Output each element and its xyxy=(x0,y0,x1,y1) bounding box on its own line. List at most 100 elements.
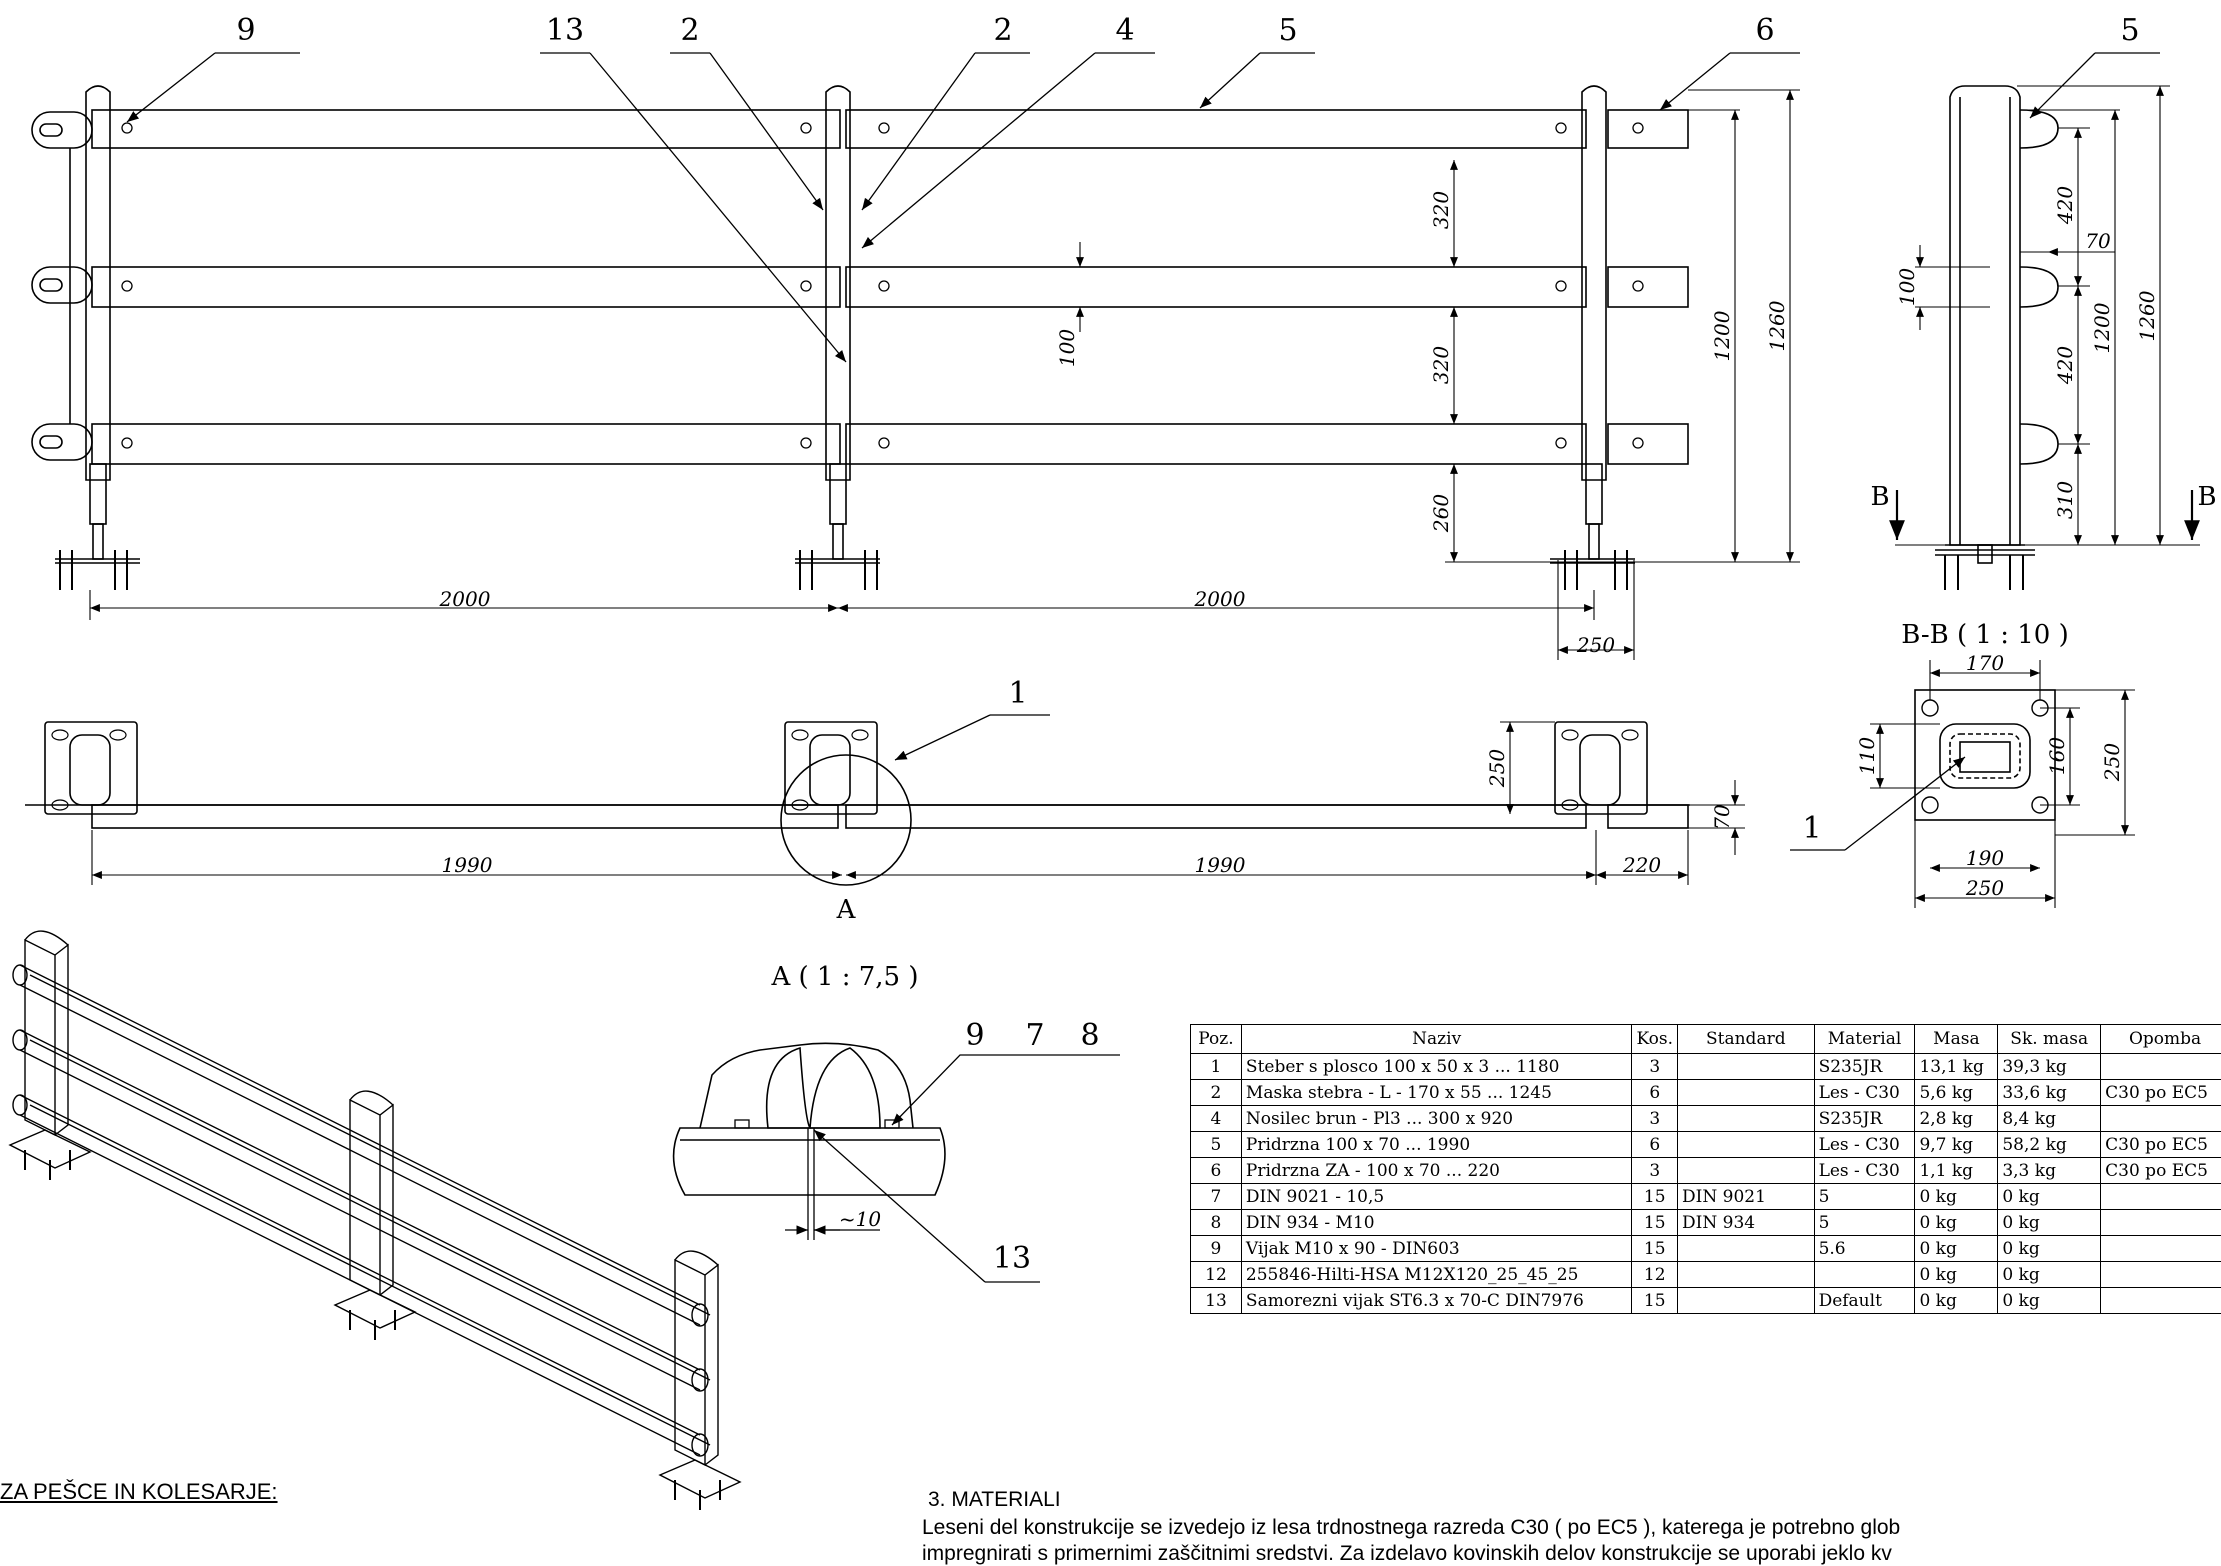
table-cell xyxy=(1678,1080,1815,1106)
dim-250-bb-bottom: 250 xyxy=(1965,876,2004,900)
dim-250-bb-right: 250 xyxy=(2100,743,2124,782)
table-cell: 3 xyxy=(1632,1158,1678,1184)
table-cell: 0 kg xyxy=(1998,1262,2101,1288)
table-cell: 3 xyxy=(1632,1054,1678,1080)
table-cell: 8 xyxy=(1191,1210,1242,1236)
balloon-13: 13 xyxy=(546,13,584,48)
dim-1990-left: 1990 xyxy=(442,853,493,877)
table-cell xyxy=(1678,1158,1815,1184)
table-cell: C30 po EC5 xyxy=(2101,1080,2221,1106)
table-cell: S235JR xyxy=(1814,1106,1915,1132)
table-cell: 4 xyxy=(1191,1106,1242,1132)
table-cell: 0 kg xyxy=(1915,1184,1998,1210)
table-cell: 0 kg xyxy=(1998,1288,2101,1314)
dim-320-top: 320 xyxy=(1429,191,1453,229)
table-cell: DIN 934 - M10 xyxy=(1241,1210,1632,1236)
front-elevation xyxy=(32,53,1800,660)
dim-1200-side: 1200 xyxy=(2090,302,2114,353)
table-cell: 8,4 kg xyxy=(1998,1106,2101,1132)
table-cell: DIN 9021 - 10,5 xyxy=(1241,1184,1632,1210)
detail-a xyxy=(674,1043,1120,1282)
dim-250-foot: 250 xyxy=(1576,633,1615,657)
table-cell: 12 xyxy=(1191,1262,1242,1288)
balloon-1-section: 1 xyxy=(1802,811,1821,846)
section-marker-b-left: B xyxy=(1870,482,1889,512)
dim-70-plan: 70 xyxy=(1710,804,1734,830)
section-b-b xyxy=(1790,660,2135,908)
table-cell: DIN 934 xyxy=(1678,1210,1815,1236)
table-cell: 15 xyxy=(1632,1210,1678,1236)
dim-220: 220 xyxy=(1622,853,1661,877)
balloon-9: 9 xyxy=(236,13,255,48)
table-cell: 12 xyxy=(1632,1262,1678,1288)
table-cell: 5.6 xyxy=(1814,1236,1915,1262)
table-cell: 13,1 kg xyxy=(1915,1054,1998,1080)
table-cell: 0 kg xyxy=(1915,1262,1998,1288)
table-cell: Default xyxy=(1814,1288,1915,1314)
balloon-2-left: 2 xyxy=(680,13,699,48)
dim-70-side: 70 xyxy=(2085,229,2111,253)
dim-100-side: 100 xyxy=(1895,268,1919,306)
bom-header-kos: Kos. xyxy=(1632,1025,1678,1054)
table-cell: 0 kg xyxy=(1915,1210,1998,1236)
table-cell: Samorezni vijak ST6.3 x 70-C DIN7976 xyxy=(1241,1288,1632,1314)
section-3-title: 3. MATERIALI xyxy=(928,1488,1061,1512)
table-cell: Pridrzna ZA - 100 x 70 ... 220 xyxy=(1241,1158,1632,1184)
table-cell: 6 xyxy=(1632,1132,1678,1158)
dim-2000-right: 2000 xyxy=(1194,587,1246,611)
table-cell xyxy=(2101,1054,2221,1080)
detail-a-title: A ( 1 : 7,5 ) xyxy=(770,962,918,992)
dim-1200-front: 1200 xyxy=(1710,310,1734,361)
balloon-6: 6 xyxy=(1755,13,1774,48)
table-cell: 7 xyxy=(1191,1184,1242,1210)
dim-250-plan: 250 xyxy=(1485,749,1509,788)
table-cell: 6 xyxy=(1191,1158,1242,1184)
table-cell: 255846-Hilti-HSA M12X120_25_45_25 xyxy=(1241,1262,1632,1288)
table-cell: 15 xyxy=(1632,1236,1678,1262)
bill-of-materials-table: Poz. Naziv Kos. Standard Material Masa S… xyxy=(1190,1024,2221,1314)
table-cell xyxy=(2101,1288,2221,1314)
table-cell: 13 xyxy=(1191,1288,1242,1314)
table-cell: 2,8 kg xyxy=(1915,1106,1998,1132)
heading-pedestrians-cyclists: ZA PEŠCE IN KOLESARJE: xyxy=(0,1479,278,1505)
table-cell: 39,3 kg xyxy=(1998,1054,2101,1080)
section-b-b-title: B-B ( 1 : 10 ) xyxy=(1901,620,2068,650)
table-cell: 15 xyxy=(1632,1288,1678,1314)
table-cell: 6 xyxy=(1632,1080,1678,1106)
dim-110-bb: 110 xyxy=(1855,737,1879,775)
bom-header-standard: Standard xyxy=(1678,1025,1815,1054)
table-cell: Maska stebra - L - 170 x 55 ... 1245 xyxy=(1241,1080,1632,1106)
dim-160-bb: 160 xyxy=(2045,737,2069,775)
balloon-13-detail: 13 xyxy=(993,1241,1031,1276)
dim-1990-right: 1990 xyxy=(1195,853,1246,877)
dim-1260-front: 1260 xyxy=(1765,300,1789,351)
table-cell: Vijak M10 x 90 - DIN603 xyxy=(1241,1236,1632,1262)
table-cell: 0 kg xyxy=(1998,1210,2101,1236)
dim-170-bb: 170 xyxy=(1966,651,2004,675)
table-cell: 5 xyxy=(1191,1132,1242,1158)
dim-260-bottom: 260 xyxy=(1429,494,1453,533)
balloon-8-detail: 8 xyxy=(1080,1018,1099,1053)
table-cell: Pridrzna 100 x 70 ... 1990 xyxy=(1241,1132,1632,1158)
balloon-5: 5 xyxy=(1278,13,1297,48)
table-cell: 0 kg xyxy=(1998,1184,2101,1210)
table-cell: S235JR xyxy=(1814,1054,1915,1080)
bom-header-naziv: Naziv xyxy=(1241,1025,1632,1054)
table-cell: 0 kg xyxy=(1998,1236,2101,1262)
table-cell: Nosilec brun - Pl3 ... 300 x 920 xyxy=(1241,1106,1632,1132)
dim-100-rail: 100 xyxy=(1055,329,1079,367)
balloon-1-plan: 1 xyxy=(1008,676,1027,711)
table-cell: Les - C30 xyxy=(1814,1158,1915,1184)
table-cell xyxy=(2101,1236,2221,1262)
bom-header-row: Poz. Naziv Kos. Standard Material Masa S… xyxy=(1191,1025,2221,1054)
table-cell: 3,3 kg xyxy=(1998,1158,2101,1184)
